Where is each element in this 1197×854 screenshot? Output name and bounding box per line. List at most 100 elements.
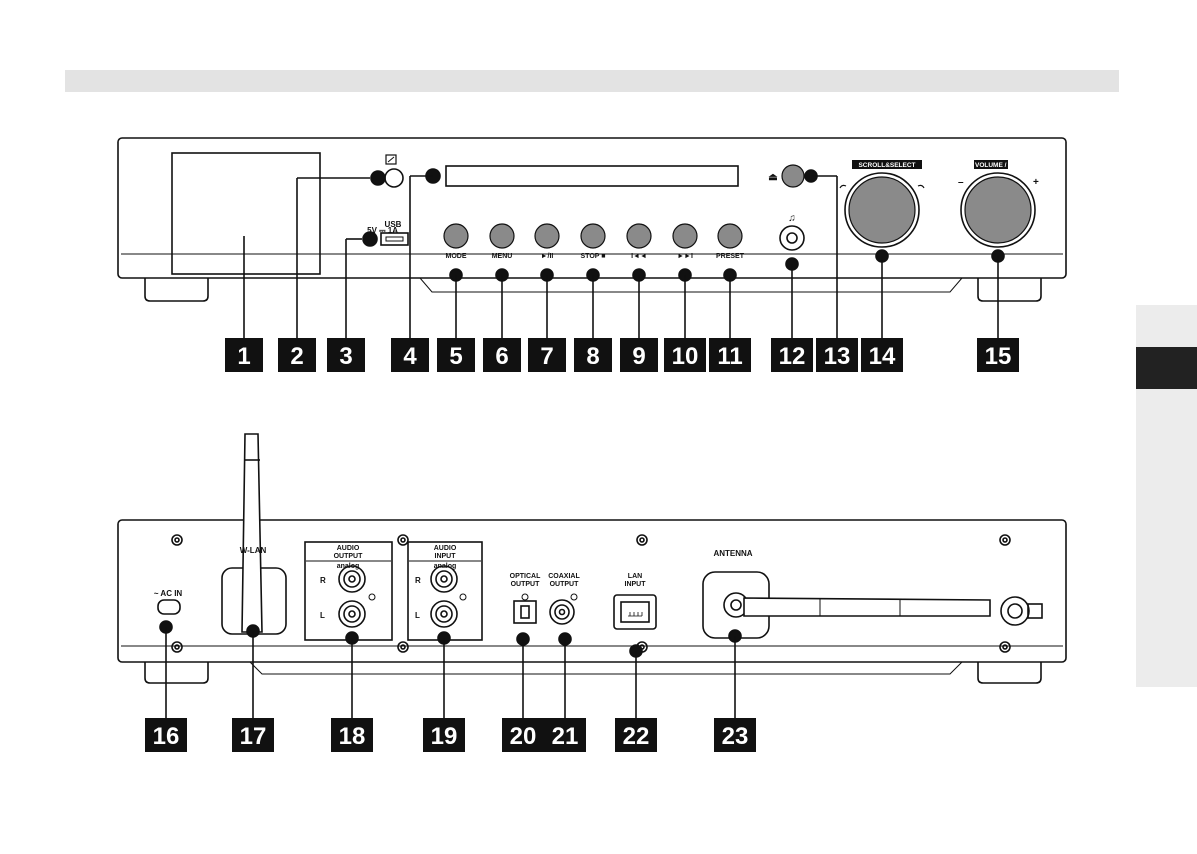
- headphone-jack[interactable]: [780, 226, 804, 250]
- ac-in-socket[interactable]: [158, 600, 180, 614]
- svg-text:11: 11: [717, 343, 742, 370]
- coaxial-label-2: OUTPUT: [550, 581, 580, 588]
- svg-text:12: 12: [779, 343, 806, 370]
- front-foot-left: [145, 278, 208, 301]
- audio-input-label-1: AUDIO: [434, 545, 457, 552]
- mode-button[interactable]: [444, 224, 468, 248]
- prev-label: I◄◄: [631, 253, 647, 260]
- callout-13: 13: [816, 338, 858, 372]
- svg-text:10: 10: [672, 343, 699, 370]
- audio-output-left-jack[interactable]: [339, 601, 365, 627]
- svg-text:3: 3: [339, 343, 352, 370]
- svg-text:4: 4: [403, 343, 417, 370]
- callout-12: 12: [771, 338, 813, 372]
- audio-output-analog-label: analog: [337, 563, 360, 570]
- audio-output-r-label: R: [320, 576, 326, 585]
- svg-text:21: 21: [552, 723, 579, 750]
- svg-text:22: 22: [623, 723, 650, 750]
- audio-output-label-1: AUDIO: [337, 545, 360, 552]
- callout-9: 9: [620, 338, 658, 372]
- leader-dot-2: [371, 171, 385, 185]
- rear-callouts: 16 17 18 19 20 21 22 23: [145, 718, 756, 752]
- front-labels: USB 5V ⎓ 1A MODE MENU ►/II STOP ■ I◄◄ ►►…: [367, 160, 1039, 260]
- svg-text:23: 23: [722, 723, 749, 750]
- front-callouts: 1 2 3 4 5 6 7 8 9 10 11 12 13 14 15: [225, 338, 1019, 372]
- scroll-select-label: SCROLL&SELECT: [858, 162, 915, 169]
- ac-in-label: ~ AC IN: [154, 589, 183, 598]
- leader-dot-3: [363, 232, 377, 246]
- optical-label-2: OUTPUT: [511, 581, 541, 588]
- prev-button[interactable]: [627, 224, 651, 248]
- front-foot-right: [978, 278, 1041, 301]
- svg-text:15: 15: [985, 343, 1012, 370]
- svg-text:19: 19: [431, 723, 458, 750]
- svg-text:20: 20: [510, 723, 537, 750]
- audio-input-analog-label: analog: [434, 563, 457, 570]
- wlan-label: W-LAN: [240, 546, 267, 555]
- callout-11: 11: [709, 338, 751, 372]
- standby-button[interactable]: [385, 169, 403, 187]
- cd-slot: [446, 166, 738, 186]
- volume-label: VOLUME / ⏻: [975, 161, 1014, 169]
- audio-input-label-2: INPUT: [435, 553, 457, 560]
- svg-text:1: 1: [237, 343, 250, 370]
- callout-5: 5: [437, 338, 475, 372]
- callout-18: 18: [331, 718, 373, 752]
- stop-button[interactable]: [581, 224, 605, 248]
- svg-text:8: 8: [586, 343, 599, 370]
- optical-label-1: OPTICAL: [510, 573, 541, 580]
- callout-3: 3: [327, 338, 365, 372]
- callout-1: 1: [225, 338, 263, 372]
- svg-text:14: 14: [869, 343, 896, 370]
- callout-6: 6: [483, 338, 521, 372]
- svg-text:2: 2: [290, 343, 303, 370]
- callout-8: 8: [574, 338, 612, 372]
- eject-button[interactable]: [782, 165, 804, 187]
- callout-16: 16: [145, 718, 187, 752]
- audio-input-r-label: R: [415, 576, 421, 585]
- preset-label: PRESET: [716, 253, 745, 260]
- callout-23: 23: [714, 718, 756, 752]
- svg-text:18: 18: [339, 723, 366, 750]
- audio-input-left-jack[interactable]: [431, 601, 457, 627]
- svg-text:13: 13: [824, 343, 851, 370]
- callout-7: 7: [528, 338, 566, 372]
- coaxial-label-1: COAXIAL: [548, 573, 580, 580]
- optical-output-port[interactable]: [514, 601, 536, 623]
- callout-22: 22: [615, 718, 657, 752]
- rear-foot-left: [145, 662, 208, 683]
- menu-button[interactable]: [490, 224, 514, 248]
- play-pause-label: ►/II: [541, 253, 554, 260]
- svg-text:17: 17: [240, 723, 267, 750]
- audio-output-label-2: OUTPUT: [334, 553, 364, 560]
- callout-10: 10: [664, 338, 706, 372]
- volume-plus-label: +: [1033, 177, 1039, 188]
- callout-2: 2: [278, 338, 316, 372]
- next-button[interactable]: [673, 224, 697, 248]
- audio-input-l-label: L: [415, 611, 420, 620]
- callout-19: 19: [423, 718, 465, 752]
- svg-text:9: 9: [632, 343, 645, 370]
- rear-panel: [118, 434, 1066, 683]
- svg-text:16: 16: [153, 723, 180, 750]
- mode-label: MODE: [446, 253, 467, 260]
- svg-text:7: 7: [540, 343, 553, 370]
- lan-label-2: INPUT: [625, 581, 647, 588]
- preset-button[interactable]: [718, 224, 742, 248]
- wlan-antenna: [242, 434, 262, 632]
- play-pause-button[interactable]: [535, 224, 559, 248]
- callout-14: 14: [861, 338, 903, 372]
- eject-icon: ⏏: [768, 172, 778, 183]
- coaxial-output-port[interactable]: [550, 600, 574, 624]
- svg-text:5: 5: [449, 343, 462, 370]
- stop-label: STOP ■: [581, 253, 606, 260]
- headphone-icon: ♫: [788, 213, 796, 224]
- telescopic-antenna: [744, 598, 990, 616]
- rear-leaders: [160, 621, 741, 718]
- callout-17: 17: [232, 718, 274, 752]
- audio-output-l-label: L: [320, 611, 325, 620]
- svg-text:6: 6: [495, 343, 508, 370]
- volume-minus-label: –: [958, 177, 964, 188]
- callout-20: 20: [502, 718, 544, 752]
